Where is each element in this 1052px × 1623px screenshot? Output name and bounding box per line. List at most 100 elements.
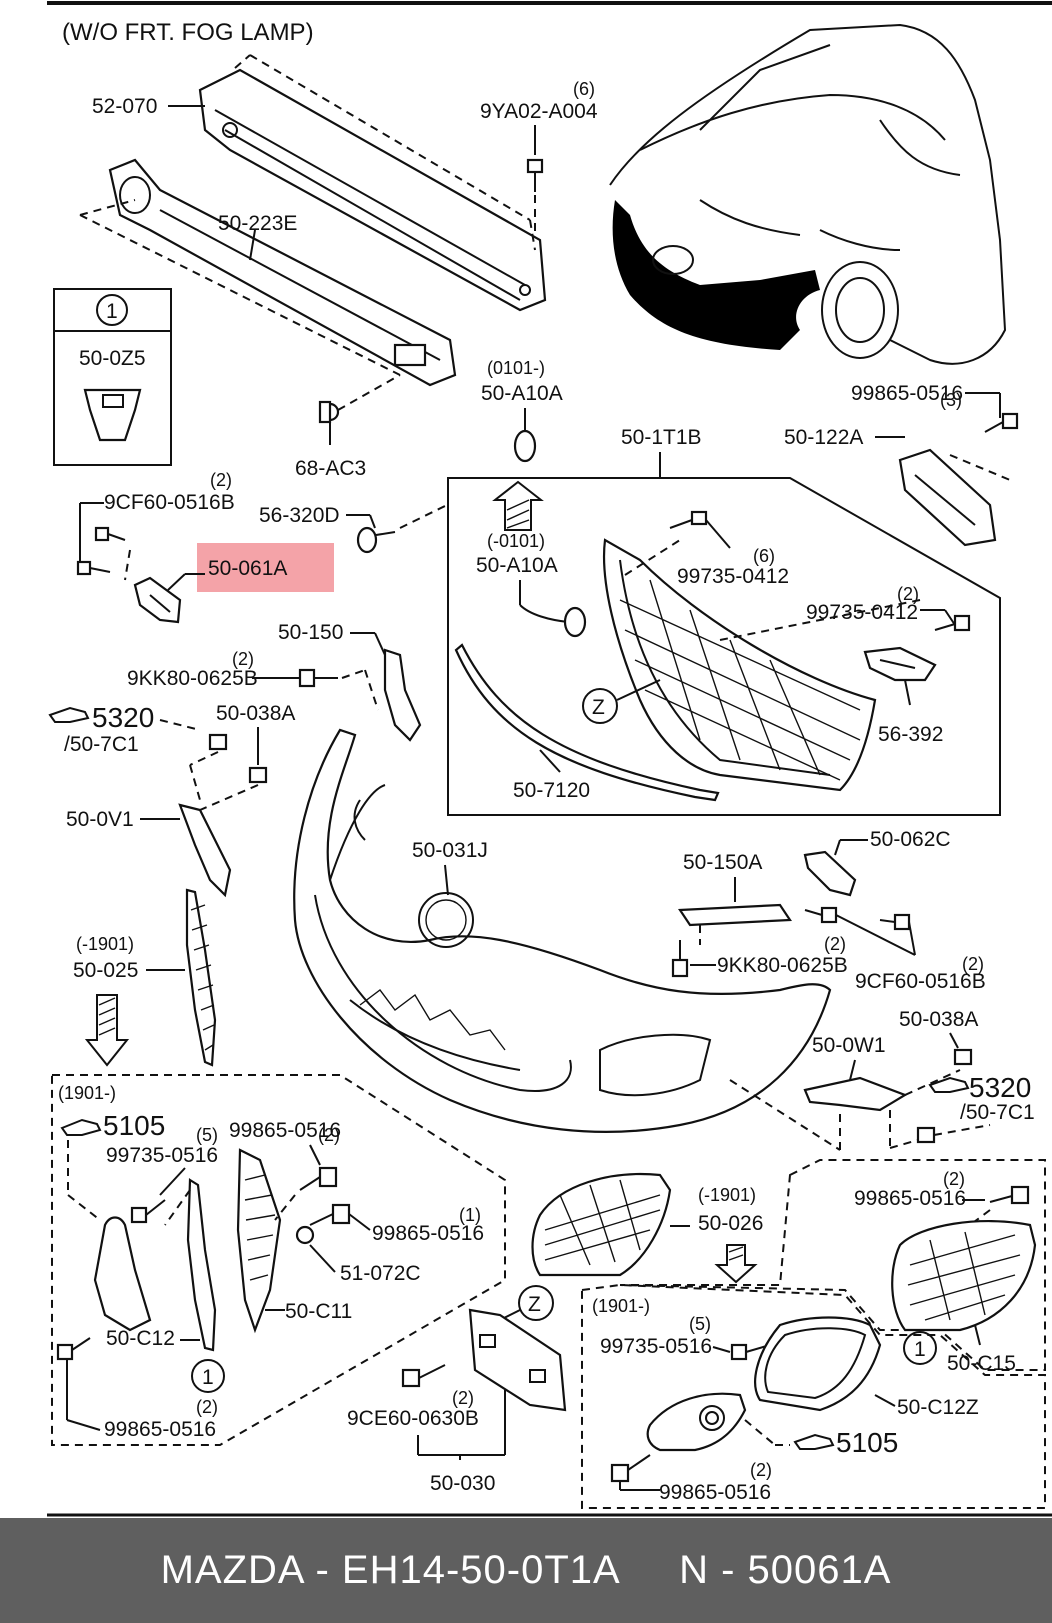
label-99865-0516-c: 99865-0516 xyxy=(372,1222,484,1245)
qty-0101: (0101-) xyxy=(487,358,545,378)
screw-icon xyxy=(730,1343,771,1361)
screw-icon xyxy=(76,526,126,576)
grille-molding xyxy=(454,643,720,802)
bumper-fascia xyxy=(293,728,832,1133)
fog-housing-50-c15 xyxy=(891,1219,1037,1332)
screw-icon xyxy=(934,614,971,632)
label-50-030: 50-030 xyxy=(430,1472,495,1495)
bracket-50-122a xyxy=(898,448,997,547)
qty-99865-a: (3) xyxy=(940,390,962,410)
label-50-150: 50-150 xyxy=(278,621,343,644)
label-50-7120: 50-7120 xyxy=(513,779,590,802)
label-50-122a: 50-122A xyxy=(784,426,863,449)
bolt-icon xyxy=(989,1185,1030,1205)
screw-icon xyxy=(984,412,1019,433)
ref-5105-a: 5105 xyxy=(103,1110,165,1141)
label-50-1t1b: 50-1T1B xyxy=(621,426,702,449)
label-50-c12: 50-C12 xyxy=(106,1327,175,1350)
bracket-50-0v1 xyxy=(178,803,232,898)
cover-cap xyxy=(563,606,587,638)
label-50-c12z: 50-C12Z xyxy=(897,1396,979,1419)
label-50-038a-a: 50-038A xyxy=(216,702,295,725)
label-50-0z5: 50-0Z5 xyxy=(79,347,146,370)
side-grille-50-025 xyxy=(185,888,217,1067)
bolt-icon xyxy=(298,668,338,688)
label-50-223e: 50-223E xyxy=(218,212,297,235)
direction-arrow-down xyxy=(714,1244,758,1284)
label-56-320d: 56-320D xyxy=(259,504,340,527)
qty-9cf60-a: (2) xyxy=(210,470,232,490)
fog-lamp-hole xyxy=(418,892,474,948)
bracket-50-c11 xyxy=(236,1148,282,1334)
hand-pointer-icon xyxy=(60,1118,102,1136)
label-50-062c: 50-062C xyxy=(870,828,951,851)
qty-9cf60-b: (2) xyxy=(962,954,984,974)
hand-pointer-icon xyxy=(793,1433,835,1450)
label-99865-0516-b: 99865-0516 xyxy=(229,1119,341,1142)
qty-99865-f: (2) xyxy=(750,1460,772,1480)
label-50-031j: 50-031J xyxy=(412,839,488,862)
header-note: (W/O FRT. FOG LAMP) xyxy=(62,19,314,46)
clip-68-ac3 xyxy=(318,400,340,424)
hook-56-320d xyxy=(356,526,396,554)
group-boundary-1901-right xyxy=(581,1283,1046,1509)
label-56-392: 56-392 xyxy=(878,723,943,746)
label-50-a10a-mid: 50-A10A xyxy=(476,554,558,577)
label-99735-0516-d: 99735-0516 xyxy=(600,1335,712,1358)
qty-99735-b: (2) xyxy=(897,584,919,604)
label-99735-0516-c: 99735-0516 xyxy=(106,1144,218,1167)
bolt-icon xyxy=(526,158,544,192)
fog-bezel-lamp xyxy=(646,1392,747,1452)
qty-1901-b: (1901-) xyxy=(592,1296,650,1316)
screw-icon xyxy=(669,510,708,529)
label-50-0w1: 50-0W1 xyxy=(812,1034,886,1057)
ref-5320-b: 5320 xyxy=(969,1072,1031,1103)
screw-icon xyxy=(56,1337,91,1361)
label-9ya02-a004: 9YA02-A004 xyxy=(480,100,598,123)
label-50-c11: 50-C11 xyxy=(285,1300,352,1323)
radiator-grille xyxy=(602,538,877,792)
label-9ce60-0630b: 9CE60-0630B xyxy=(347,1407,479,1430)
exploded-parts-diagram: (W/O FRT. FOG LAMP) 52-070 (6) 9YA02-A00… xyxy=(47,1,1052,1517)
label-9kk80-0625b-b: 9KK80-0625B xyxy=(717,954,848,977)
bracket-50-150 xyxy=(383,648,422,742)
qty-99865-e: (2) xyxy=(943,1169,965,1189)
cover-cap xyxy=(513,429,537,463)
grille-kit-boundary xyxy=(447,477,1001,816)
bracket-50-062c xyxy=(803,850,857,897)
bolt-icon xyxy=(401,1364,446,1388)
license-plate-bracket xyxy=(468,1308,567,1412)
screw-icon xyxy=(130,1199,166,1224)
inset-fastener-box: 1 50-0Z5 xyxy=(53,288,172,466)
label-9kk80-0625b-a: 9KK80-0625B xyxy=(127,667,258,690)
nut-51-072c xyxy=(295,1225,315,1245)
fog-cover-50-026 xyxy=(531,1173,672,1277)
label-99865-0516-a: 99865-0516 xyxy=(851,382,963,405)
group-boundary-1901-left xyxy=(51,1074,506,1446)
ref-50-7c1-b: /50-7C1 xyxy=(960,1101,1035,1124)
z-reference-a: Z xyxy=(592,696,605,719)
z-reference-b: Z xyxy=(528,1293,541,1316)
ref-5320-a: 5320 xyxy=(92,702,154,733)
clip-icon xyxy=(208,733,268,784)
label-99865-0516-e: 99865-0516 xyxy=(854,1187,966,1210)
bracket-50-150a xyxy=(678,903,792,927)
qty-99735-c: (5) xyxy=(196,1125,218,1145)
inset-number: 1 xyxy=(106,300,118,323)
circle-ref-1b: 1 xyxy=(914,1338,926,1361)
circle-ref-1a: 1 xyxy=(202,1366,214,1389)
qty-99735-d: (5) xyxy=(689,1314,711,1334)
label-50-061a: 50-061A xyxy=(208,557,287,580)
highlight-box xyxy=(197,543,334,592)
qty-9kk80-a: (2) xyxy=(232,649,254,669)
label-52-070: 52-070 xyxy=(92,95,157,118)
bolt-icon xyxy=(299,1166,338,1191)
bracket-50-061a xyxy=(133,576,182,624)
label-50-c15: 50-C15 xyxy=(947,1352,1016,1375)
label-99735-0412-b: 99735-0412 xyxy=(806,601,918,624)
ref-5105-b: 5105 xyxy=(836,1427,898,1458)
grille-piece xyxy=(186,1178,217,1352)
hand-pointer-icon xyxy=(48,706,90,723)
hand-pointer-icon xyxy=(928,1076,970,1093)
vehicle-illustration xyxy=(609,23,1007,365)
